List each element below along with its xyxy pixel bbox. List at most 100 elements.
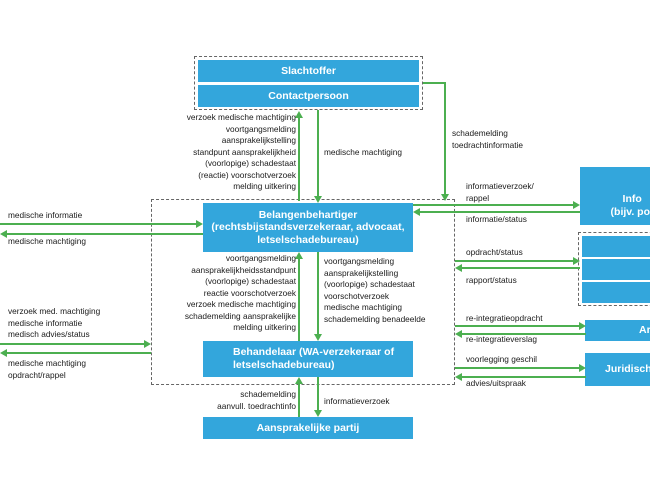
flow-label: aansprakelijkstelling	[324, 267, 399, 278]
arrow-right-in-2	[462, 267, 580, 269]
arrow-right-in-2-head	[455, 264, 462, 272]
right-group-frame	[578, 232, 650, 306]
arrow-top-up-head	[295, 111, 303, 118]
left-med-info-label: medische informatie	[8, 210, 83, 220]
left-group2-labels: medische machtiging opdracht/rappel	[8, 358, 86, 381]
right-reint-vs-label: re-integratieverslag	[466, 334, 538, 344]
arrow-bottom-down	[317, 377, 319, 410]
right-rapport-label: rapport/status	[466, 275, 517, 285]
arrow-left-in-1	[0, 223, 196, 225]
right-opdracht-label: opdracht/status	[466, 247, 523, 257]
behandelaar-line1: Behandelaar (WA-verzekeraar of	[233, 346, 395, 359]
victim-group-frame	[194, 56, 423, 110]
ar-label: Ar	[639, 324, 650, 337]
contactpersoon-box: Contactpersoon	[198, 85, 419, 107]
arrow-left-in-2	[0, 343, 144, 345]
arrow-right-in-1	[420, 211, 580, 213]
flow-label: (voorlopige) schadestaat	[324, 279, 415, 289]
flow-label: melding uitkering	[233, 322, 296, 332]
arrow-mid-down-head	[314, 334, 322, 341]
flow-label: medische machtiging	[8, 358, 86, 368]
flow-label: voorschotverzoek	[324, 290, 390, 301]
flow-label: rappel	[466, 192, 490, 203]
arrow-left-out-2-head	[0, 349, 7, 357]
info-line1: Info	[622, 193, 642, 206]
flow-label: voortgangsmelding	[225, 123, 296, 134]
flow-label: medisch advies/status	[8, 329, 90, 339]
flow-label: toedrachtinformatie	[452, 139, 524, 150]
arrow-bottom-up-head	[295, 377, 303, 384]
arrow-right-in-1-head	[413, 208, 420, 216]
aansprakelijke-partij-label: Aansprakelijke partij	[256, 421, 360, 434]
arrow-bottom-up	[298, 384, 300, 417]
flow-label: (voorlopige) schadestaat	[205, 276, 296, 286]
arrow-elbow-head	[441, 194, 449, 201]
arrow-mid-up	[298, 259, 300, 341]
juridisch-box: Juridisch	[585, 353, 650, 386]
flow-label: verzoek medische machtiging	[186, 112, 296, 122]
arrow-right-out-3	[455, 325, 579, 327]
flow-label: standpunt aansprakelijkheid	[193, 146, 296, 157]
flow-label: aansprakelijkheidsstandpunt	[191, 264, 296, 275]
arrow-right-in-3	[462, 333, 586, 335]
arrow-left-out-2	[7, 352, 151, 354]
arrow-left-out-1	[7, 233, 203, 235]
left-med-macht-label: medische machtiging	[8, 236, 86, 246]
arrow-right-out-2-head	[573, 257, 580, 265]
arrow-right-out-1-head	[573, 201, 580, 209]
arrow-top-down	[317, 110, 319, 196]
arrow-right-out-4	[455, 367, 579, 369]
top-right-label: medische machtiging	[324, 147, 402, 157]
aansprakelijke-partij-box: Aansprakelijke partij	[203, 417, 413, 439]
schade-top-labels: schademelding toedrachtinformatie	[452, 128, 523, 151]
arrow-left-in-1-head	[196, 220, 203, 228]
belangenbehartiger-sub1: (rechtsbijstandsverzekeraar, advocaat,	[211, 221, 405, 234]
behandelaar-box: Behandelaar (WA-verzekeraar of letselsch…	[203, 341, 413, 377]
slachtoffer-label: Slachtoffer	[281, 64, 336, 77]
bottom-right-label: informatieverzoek	[324, 396, 390, 406]
arrow-right-in-4-head	[455, 373, 462, 381]
right-box-1	[582, 236, 650, 257]
flow-label: schademelding aansprakelijke	[184, 310, 296, 321]
contactpersoon-label: Contactpersoon	[268, 89, 349, 102]
left-group1-labels: verzoek med. machtiging medische informa…	[8, 306, 100, 341]
arrow-mid-down	[317, 252, 319, 334]
slachtoffer-box: Slachtoffer	[198, 60, 419, 82]
top-left-labels: verzoek medische machtiging voortgangsme…	[187, 112, 296, 193]
arrow-mid-up-head	[295, 252, 303, 259]
arrow-elbow-vertical	[444, 82, 446, 194]
flow-label: (voorlopige) schadestaat	[205, 158, 296, 168]
arrow-right-out-3-head	[579, 322, 586, 330]
right-advies-label: advies/uitspraak	[466, 378, 526, 388]
right-box-3	[582, 282, 650, 303]
flow-label: voortgangsmelding	[225, 253, 296, 263]
flow-label: medische informatie	[8, 317, 83, 328]
belangenbehartiger-box: Belangenbehartiger (rechtsbijstandsverze…	[203, 203, 413, 252]
juridisch-label: Juridisch	[605, 363, 650, 376]
flow-label: verzoek medische machtiging	[186, 299, 296, 309]
flow-label: (reactie) voorschotverzoek	[198, 169, 296, 180]
flow-label: opdracht/rappel	[8, 369, 66, 380]
arrow-right-out-2	[455, 260, 573, 262]
arrow-left-in-2-head	[144, 340, 151, 348]
flow-label: aansprakelijkstelling	[221, 135, 296, 145]
right-info-req-labels: informatieverzoek/ rappel	[466, 181, 534, 204]
arrow-right-out-4-head	[579, 364, 586, 372]
flow-label: informatieverzoek/	[466, 181, 534, 191]
flow-label: voortgangsmelding	[324, 256, 395, 266]
flow-label: schademelding benadeelde	[324, 313, 426, 324]
flow-label: medische machtiging	[324, 302, 402, 312]
arrow-top-down-head	[314, 196, 322, 203]
central-group-frame	[151, 199, 455, 385]
flow-label: melding uitkering	[233, 181, 296, 191]
right-box-2	[582, 259, 650, 280]
flow-label: reactie voorschotverzoek	[203, 287, 296, 298]
right-voorlegging-label: voorlegging geschil	[466, 354, 538, 364]
flow-label: schademelding	[240, 389, 296, 399]
arrow-left-out-1-head	[0, 230, 7, 238]
right-info-status-label: informatie/status	[466, 214, 527, 224]
arrow-right-in-3-head	[455, 330, 462, 338]
ar-box: Ar	[585, 320, 650, 341]
arrow-top-up	[298, 118, 300, 201]
